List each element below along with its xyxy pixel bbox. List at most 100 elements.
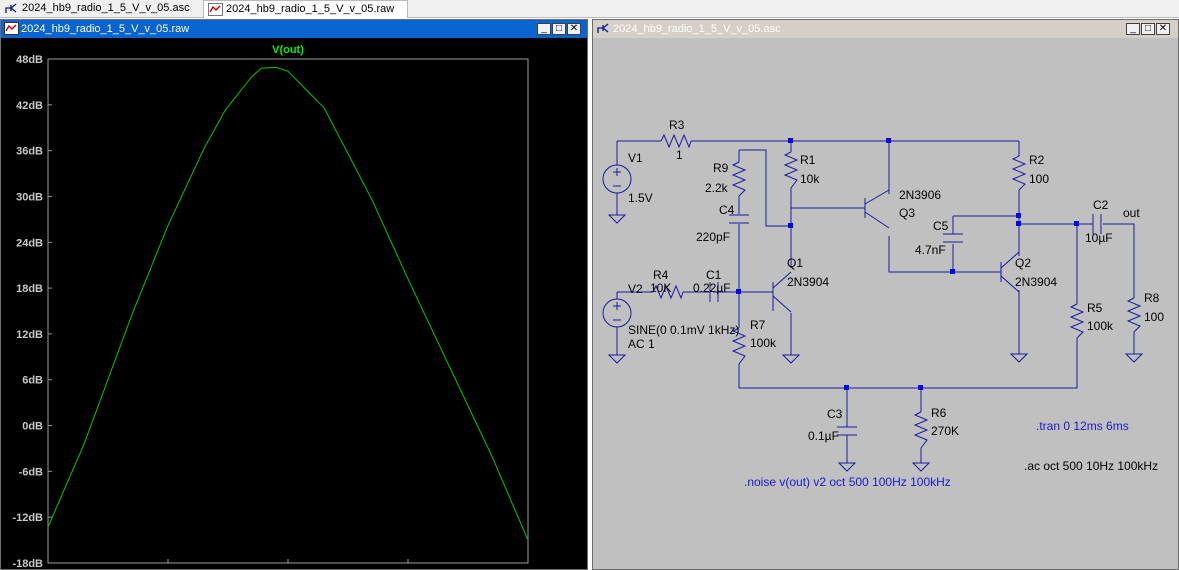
- junction: [950, 269, 955, 274]
- wires: [602, 133, 1144, 472]
- junction: [1016, 221, 1021, 226]
- close-button[interactable]: ✕: [567, 23, 581, 35]
- v2-source[interactable]: [602, 298, 632, 328]
- label-r2: R2: [1029, 153, 1045, 167]
- label-v1: V1: [628, 151, 643, 165]
- directive-tran[interactable]: .tran 0 12ms 6ms: [1036, 419, 1129, 433]
- value-v2-sine: SINE(0 0.1mV 1kHz): [628, 323, 739, 337]
- value-r5: 100k: [1087, 319, 1114, 333]
- wire-r4: [616, 291, 653, 355]
- r8-resistor[interactable]: [1126, 297, 1142, 333]
- y-tick-label: -6dB: [19, 466, 44, 478]
- spice-directives: .tran 0 12ms 6ms .ac oct 500 10Hz 100kHz…: [744, 419, 1158, 489]
- q2-transistor[interactable]: [1000, 251, 1020, 293]
- y-tick-label: 36dB: [16, 146, 43, 158]
- label-r5: R5: [1087, 301, 1103, 315]
- value-r4: 10K: [650, 281, 671, 295]
- directive-ac[interactable]: .ac oct 500 10Hz 100kHz: [1024, 459, 1158, 473]
- junctions: [736, 138, 1079, 390]
- directive-noise[interactable]: .noise v(out) v2 oct 500 100Hz 100kHz: [744, 475, 951, 489]
- tab-waveform[interactable]: 2024_hb9_radio_1_5_V_v_05.raw: [203, 0, 408, 18]
- c5-capacitor[interactable]: [943, 233, 963, 243]
- value-c4: 220pF: [696, 230, 730, 244]
- y-tick-label: 30dB: [16, 191, 43, 203]
- value-r6: 270K: [931, 424, 959, 438]
- value-q3: 2N3906: [899, 188, 941, 202]
- value-c5: 4.7nF: [915, 243, 946, 257]
- schematic-icon: [5, 3, 17, 13]
- c4-capacitor[interactable]: [729, 214, 749, 224]
- value-r1: 10k: [800, 172, 820, 186]
- tab-schematic-label: 2024_hb9_radio_1_5_V_v_05.asc: [22, 2, 190, 14]
- r9-resistor[interactable]: [731, 161, 747, 197]
- junction: [886, 138, 891, 143]
- q3-transistor[interactable]: [864, 189, 890, 229]
- label-r1: R1: [800, 153, 816, 167]
- ground-r6: [911, 462, 931, 472]
- r5-resistor[interactable]: [1069, 303, 1085, 339]
- y-axis: 48dB42dB36dB30dB24dB18dB12dB6dB0dB-6dB-1…: [12, 54, 52, 569]
- y-tick-label: -12dB: [12, 512, 43, 524]
- label-r8: R8: [1144, 291, 1160, 305]
- ground-c3: [837, 462, 857, 472]
- ground-q2: [1009, 353, 1029, 363]
- y-tick-label: 24dB: [16, 237, 43, 249]
- close-button[interactable]: ✕: [1156, 23, 1170, 35]
- c2-capacitor[interactable]: [1092, 214, 1102, 234]
- waveform-window: 2024_hb9_radio_1_5_V_v_05.raw _ □ ✕ V(ou…: [0, 19, 588, 570]
- label-c5: C5: [933, 219, 949, 233]
- minimize-button[interactable]: _: [1126, 23, 1140, 35]
- value-r3: 1: [676, 148, 683, 162]
- r6-resistor[interactable]: [913, 411, 929, 449]
- wire-r9: [738, 149, 791, 270]
- tab-schematic[interactable]: 2024_hb9_radio_1_5_V_v_05.asc: [0, 0, 200, 17]
- ground-q1: [781, 354, 801, 364]
- maximize-button[interactable]: □: [552, 23, 566, 35]
- schematic-window-titlebar[interactable]: 2024_hb9_radio_1_5_V_v_05.asc _ □ ✕: [593, 20, 1178, 38]
- label-c2: C2: [1093, 198, 1109, 212]
- label-r9: R9: [713, 161, 729, 175]
- waveform-window-icon: [4, 22, 19, 35]
- y-tick-label: 0dB: [22, 421, 43, 433]
- value-q1: 2N3904: [787, 275, 829, 289]
- y-tick-label: 18dB: [16, 283, 43, 295]
- y-tick-label: -18dB: [12, 558, 43, 569]
- label-q3: Q3: [899, 206, 915, 220]
- r3-resistor[interactable]: [660, 133, 692, 149]
- r4-resistor[interactable]: [652, 284, 684, 300]
- junction: [788, 223, 793, 228]
- v1-polarity: [613, 168, 621, 187]
- r7-resistor[interactable]: [731, 327, 747, 365]
- c3-capacitor[interactable]: [837, 426, 857, 436]
- waveform-window-title: 2024_hb9_radio_1_5_V_v_05.raw: [21, 23, 190, 35]
- value-v2-ac: AC 1: [628, 337, 655, 351]
- junction: [788, 138, 793, 143]
- label-r3: R3: [669, 118, 685, 132]
- junction: [1016, 213, 1021, 218]
- value-r9: 2.2k: [705, 181, 729, 195]
- junction: [1074, 221, 1079, 226]
- r1-resistor[interactable]: [783, 151, 799, 189]
- waveform-window-titlebar[interactable]: 2024_hb9_radio_1_5_V_v_05.raw _ □ ✕: [1, 20, 587, 38]
- y-tick-label: 12dB: [16, 329, 43, 341]
- waveform-plot[interactable]: V(out) 48dB42dB36dB30dB24dB18dB12dB6dB0d…: [1, 38, 587, 569]
- label-r6: R6: [931, 406, 947, 420]
- label-v2: V2: [628, 282, 643, 296]
- r2-resistor[interactable]: [1011, 155, 1027, 191]
- ground-r8: [1124, 353, 1144, 363]
- trace-label[interactable]: V(out): [272, 44, 304, 56]
- maximize-button[interactable]: □: [1141, 23, 1155, 35]
- schematic-window-title: 2024_hb9_radio_1_5_V_v_05.asc: [613, 23, 781, 35]
- schematic-window-icon: [597, 23, 609, 33]
- v1-source[interactable]: [602, 164, 632, 194]
- schematic-canvas[interactable]: R3 1 V1 1.5V R9 2.2k R1 10k C4 220pF R4 …: [593, 38, 1178, 569]
- junction: [918, 385, 923, 390]
- wire-c5: [952, 215, 1019, 272]
- minimize-button[interactable]: _: [537, 23, 551, 35]
- y-tick-label: 42dB: [16, 100, 43, 112]
- label-out: out: [1123, 206, 1140, 220]
- trace-v-out[interactable]: [47, 66, 529, 541]
- y-tick-label: 48dB: [16, 54, 43, 66]
- ground-v2: [607, 354, 627, 364]
- wire-q3: [791, 141, 953, 273]
